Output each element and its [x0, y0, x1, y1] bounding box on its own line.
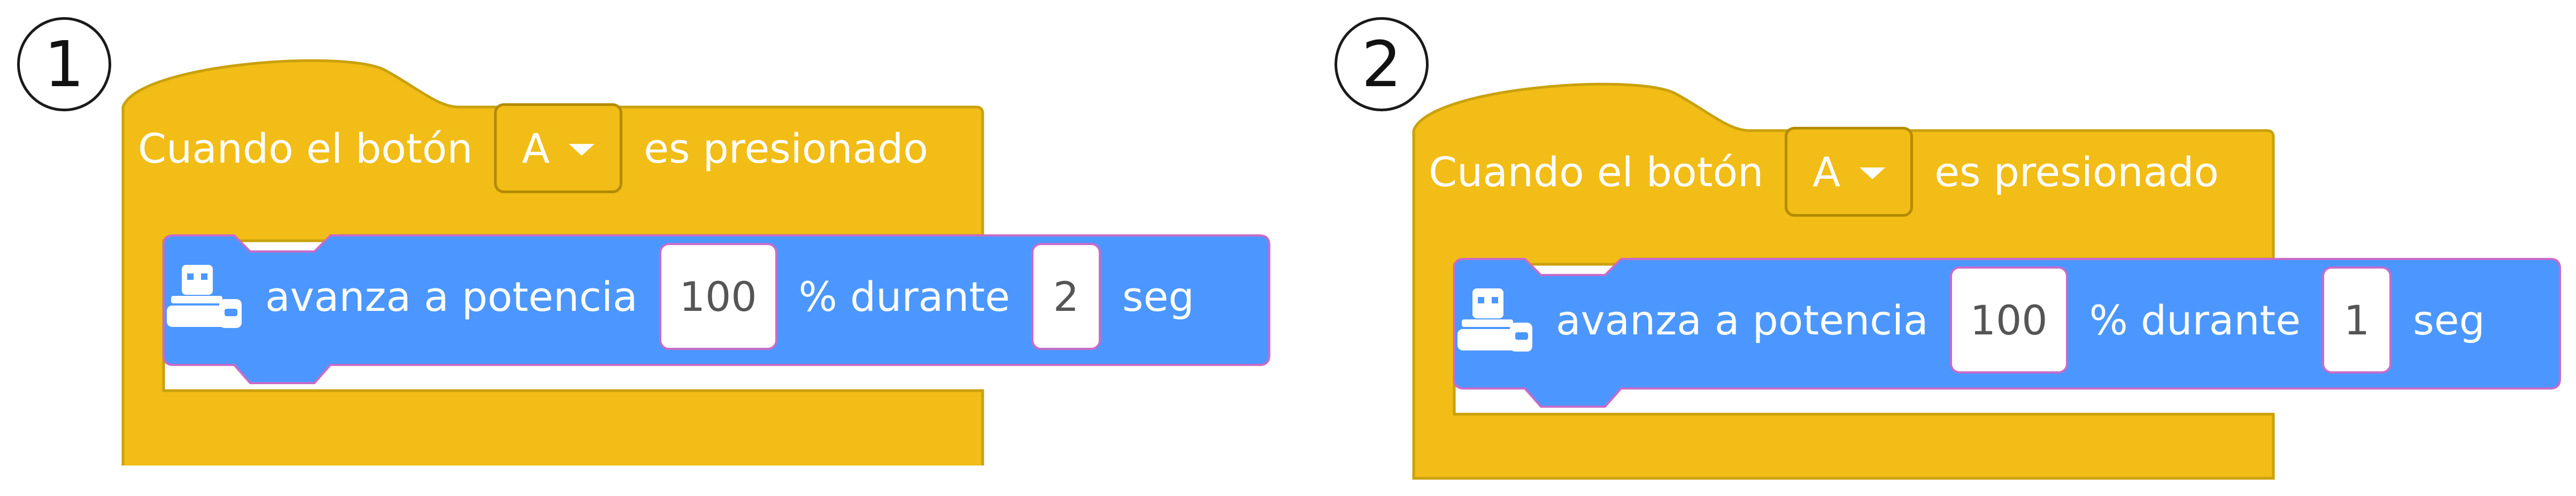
- duration-label: % durante: [798, 272, 1010, 321]
- script-group: Cuando el botón A es presionado avanza a…: [1407, 82, 2576, 480]
- button-dropdown[interactable]: A: [494, 103, 623, 193]
- event-label-end: es presionado: [644, 124, 928, 172]
- motion-block-row: avanza a potencia 100 % durante 2 seg: [164, 243, 1194, 350]
- unit-label: seg: [2412, 296, 2485, 344]
- power-input[interactable]: 100: [659, 243, 777, 350]
- button-dropdown[interactable]: A: [1785, 127, 1914, 217]
- motion-label: avanza a potencia: [265, 272, 638, 321]
- chevron-down-icon: [1860, 167, 1886, 179]
- robot-icon: [1457, 288, 1532, 352]
- event-hat-block[interactable]: [1412, 82, 2275, 480]
- duration-input[interactable]: 2: [1031, 243, 1101, 350]
- unit-label: seg: [1122, 272, 1194, 321]
- duration-input[interactable]: 1: [2322, 266, 2392, 373]
- motion-label: avanza a potencia: [1556, 296, 1929, 344]
- event-hat-block[interactable]: [121, 59, 984, 466]
- step-number-badge: 1: [17, 17, 111, 111]
- button-dropdown-value: A: [522, 124, 550, 172]
- script-group: Cuando el botón A es presionado avanza a…: [117, 59, 1293, 466]
- chevron-down-icon: [569, 144, 595, 156]
- event-label-start: Cuando el botón: [1429, 148, 1764, 196]
- event-block-row: Cuando el botón A es presionado: [138, 101, 928, 196]
- power-input[interactable]: 100: [1949, 266, 2068, 373]
- motion-block-row: avanza a potencia 100 % durante 1 seg: [1454, 266, 2485, 373]
- duration-label: % durante: [2089, 296, 2301, 344]
- event-label-start: Cuando el botón: [138, 124, 473, 172]
- event-block-row: Cuando el botón A es presionado: [1429, 124, 2219, 219]
- step-number-badge: 2: [1335, 17, 1429, 111]
- event-label-end: es presionado: [1934, 148, 2219, 196]
- robot-icon: [167, 265, 242, 328]
- button-dropdown-value: A: [1813, 148, 1841, 196]
